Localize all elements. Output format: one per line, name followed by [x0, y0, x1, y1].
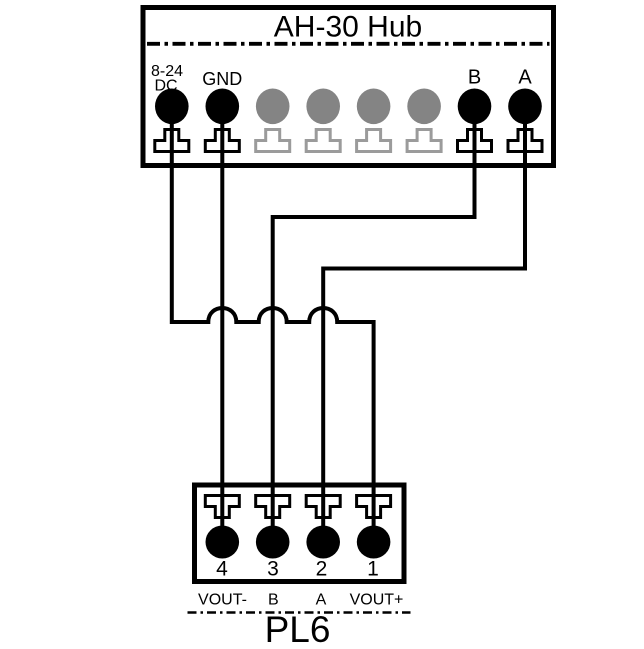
hub-label-a: A	[518, 67, 532, 89]
hub-terminal-unused-4	[407, 88, 441, 125]
pl6-title: PL6	[265, 609, 331, 649]
pl6-pin-2	[306, 525, 341, 559]
hub-label-power-line1: 8-24	[151, 63, 183, 80]
pl6-pin-3	[255, 525, 290, 559]
pl6-pin-label-voutminus: VOUT-	[198, 592, 247, 609]
hub-lug-unused-1-icon	[254, 128, 292, 153]
hub-lug-unused-3-icon	[355, 128, 393, 153]
hub-terminal-power	[155, 88, 189, 125]
hub-box	[140, 5, 556, 168]
pl6-pin-1	[356, 525, 391, 559]
hub-lug-unused-4-icon	[405, 128, 443, 153]
pl6-box	[192, 482, 407, 584]
pl6-pin-label-a: A	[316, 592, 327, 609]
pl6-pin-4	[205, 525, 240, 559]
pl6-pin-number-3: 3	[267, 558, 279, 581]
hub-label-b: B	[468, 67, 481, 89]
wire-a-to-a	[321, 106, 527, 528]
hub-terminal-unused-3	[356, 88, 391, 125]
hub-lug-unused-2-icon	[304, 128, 342, 153]
pl6-pin-number-1: 1	[367, 558, 379, 581]
hub-terminal-unused-2	[306, 88, 341, 125]
hub-title: AH-30 Hub	[274, 11, 422, 44]
hub-terminal-unused-1	[255, 88, 290, 125]
hub-label-power-line2: DC	[154, 78, 177, 95]
hub-terminal-gnd	[205, 88, 240, 125]
pl6-pin-label-voutplus: VOUT+	[350, 592, 404, 609]
wire-b-to-b	[270, 106, 477, 528]
pl6-pin-number-4: 4	[216, 558, 228, 581]
pl6-pin-label-b: B	[268, 592, 279, 609]
hub-terminal-a	[508, 88, 542, 125]
hub-terminal-b	[457, 88, 492, 125]
pl6-pin-number-2: 2	[316, 558, 328, 581]
hub-label-gnd: GND	[202, 69, 242, 89]
